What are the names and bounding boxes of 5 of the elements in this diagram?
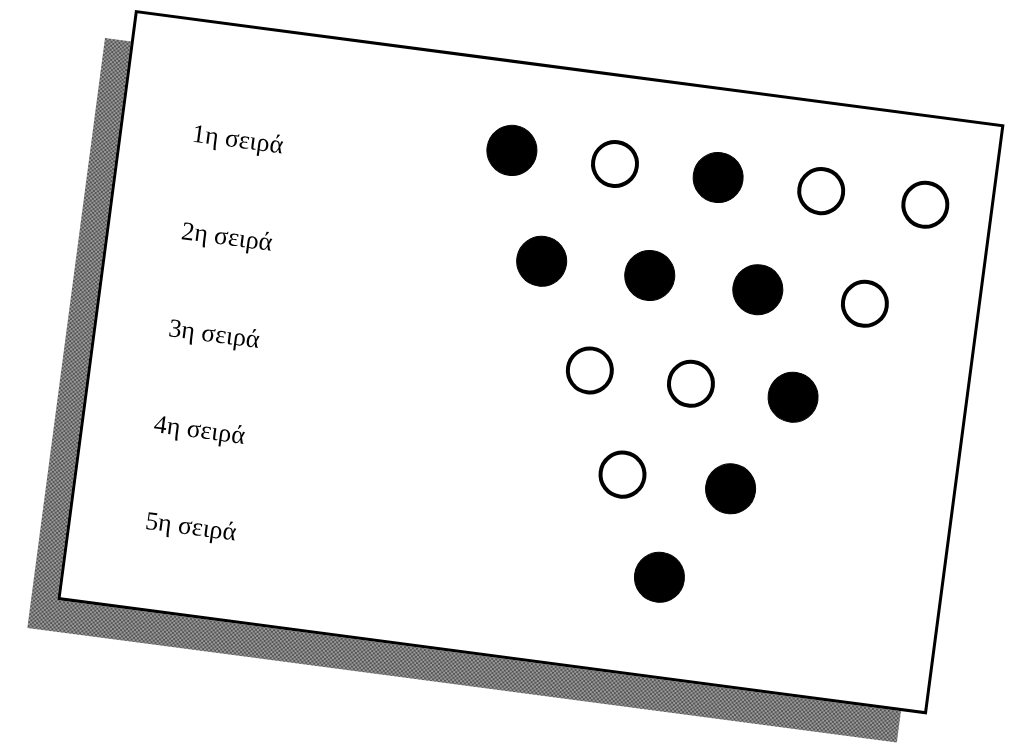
- row-label: 2η σειρά: [179, 216, 275, 258]
- row-label: 4η σειρά: [152, 409, 247, 451]
- row-label: 5η σειρά: [143, 505, 239, 548]
- row-label: 3η σειρά: [166, 313, 262, 355]
- row-label: 1η σειρά: [190, 118, 286, 161]
